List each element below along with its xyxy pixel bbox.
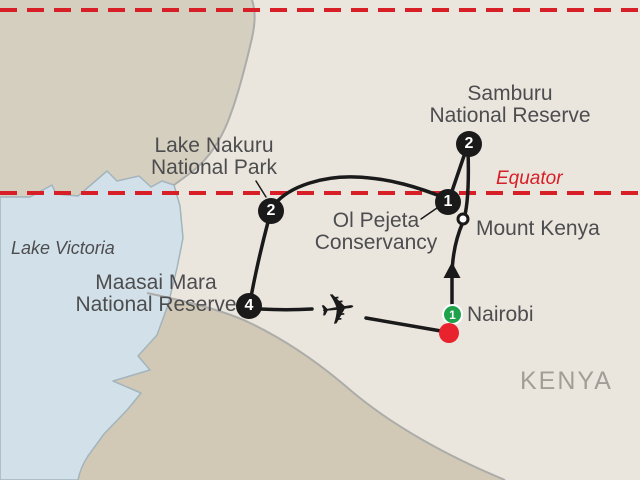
olpejeta-nights: 1 [443,193,453,210]
mount-kenya-dot [456,212,470,226]
lake-victoria-shape [0,170,184,480]
mara-label: Maasai Mara National Reserve [75,271,237,316]
lake-victoria-label: Lake Victoria [11,238,115,258]
nairobi-label: Nairobi [467,303,534,326]
mara-nights-marker: 4 [236,293,262,319]
samburu-nights-marker: 2 [456,131,482,157]
route-nakuru-to-mara [249,220,270,299]
region-uganda [0,0,255,197]
nakuru-nights-marker: 2 [258,198,284,224]
olpejeta-nights-marker: 1 [435,189,461,215]
samburu-nights: 2 [464,135,474,152]
samburu-label: Samburu National Reserve [429,82,591,127]
border-uganda-kenya [173,0,256,186]
route-olpejeta-to-nakuru [272,175,447,207]
nakuru-nights: 2 [266,202,276,219]
olpejeta-leader-line [420,207,438,220]
mara-nights: 4 [244,297,254,314]
mount-kenya-label: Mount Kenya [476,217,600,240]
equator-label: Equator [496,168,563,189]
border-kenya-tanzania [146,292,506,480]
nakuru-leader-line [255,180,267,198]
route-mara-to-plane [258,307,314,312]
nairobi-nights-marker: 1 [442,304,463,325]
route-direction-arrow [443,262,461,278]
nairobi-city-dot [439,323,459,343]
plane-icon: ✈ [316,282,360,338]
olpejeta-label: Ol Pejeta Conservancy [314,209,438,254]
nairobi-nights: 1 [449,307,456,322]
country-label: KENYA [520,367,613,395]
nakuru-label: Lake Nakuru National Park [150,134,278,179]
route-plane-to-nairobi [364,316,443,333]
